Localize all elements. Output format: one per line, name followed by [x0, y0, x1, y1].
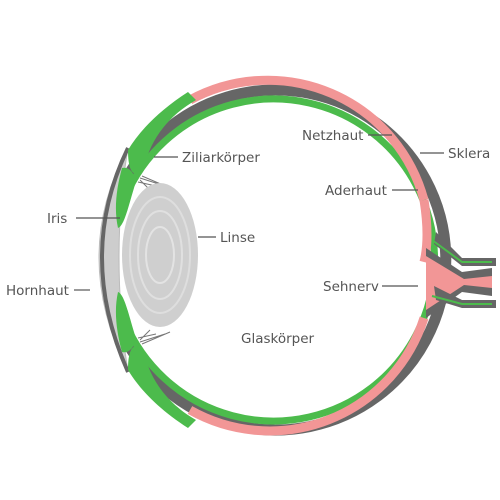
iris-lower [115, 292, 136, 353]
label-aderhaut: Aderhaut [325, 183, 387, 199]
label-glaskoerper: Glaskörper [241, 331, 315, 347]
retina-layer-mid [419, 199, 432, 264]
leader-lines [74, 134, 444, 291]
label-sklera: Sklera [448, 146, 490, 162]
lens [122, 183, 198, 327]
iris-upper [115, 167, 136, 228]
label-linse: Linse [220, 230, 255, 246]
label-sehnerv: Sehnerv [323, 279, 379, 295]
zonular-fibers [137, 175, 171, 345]
retina-layer [187, 75, 429, 202]
label-ziliarkoerper: Ziliarkörper [182, 150, 260, 166]
ciliary-body-lower [128, 346, 196, 428]
label-iris: Iris [47, 211, 67, 227]
retina-layer-lower [187, 316, 429, 436]
label-netzhaut: Netzhaut [302, 128, 363, 144]
ciliary-body-upper [128, 92, 196, 174]
optic-nerve [426, 232, 496, 318]
cornea-edge [100, 147, 130, 373]
label-hornhaut: Hornhaut [6, 283, 69, 299]
